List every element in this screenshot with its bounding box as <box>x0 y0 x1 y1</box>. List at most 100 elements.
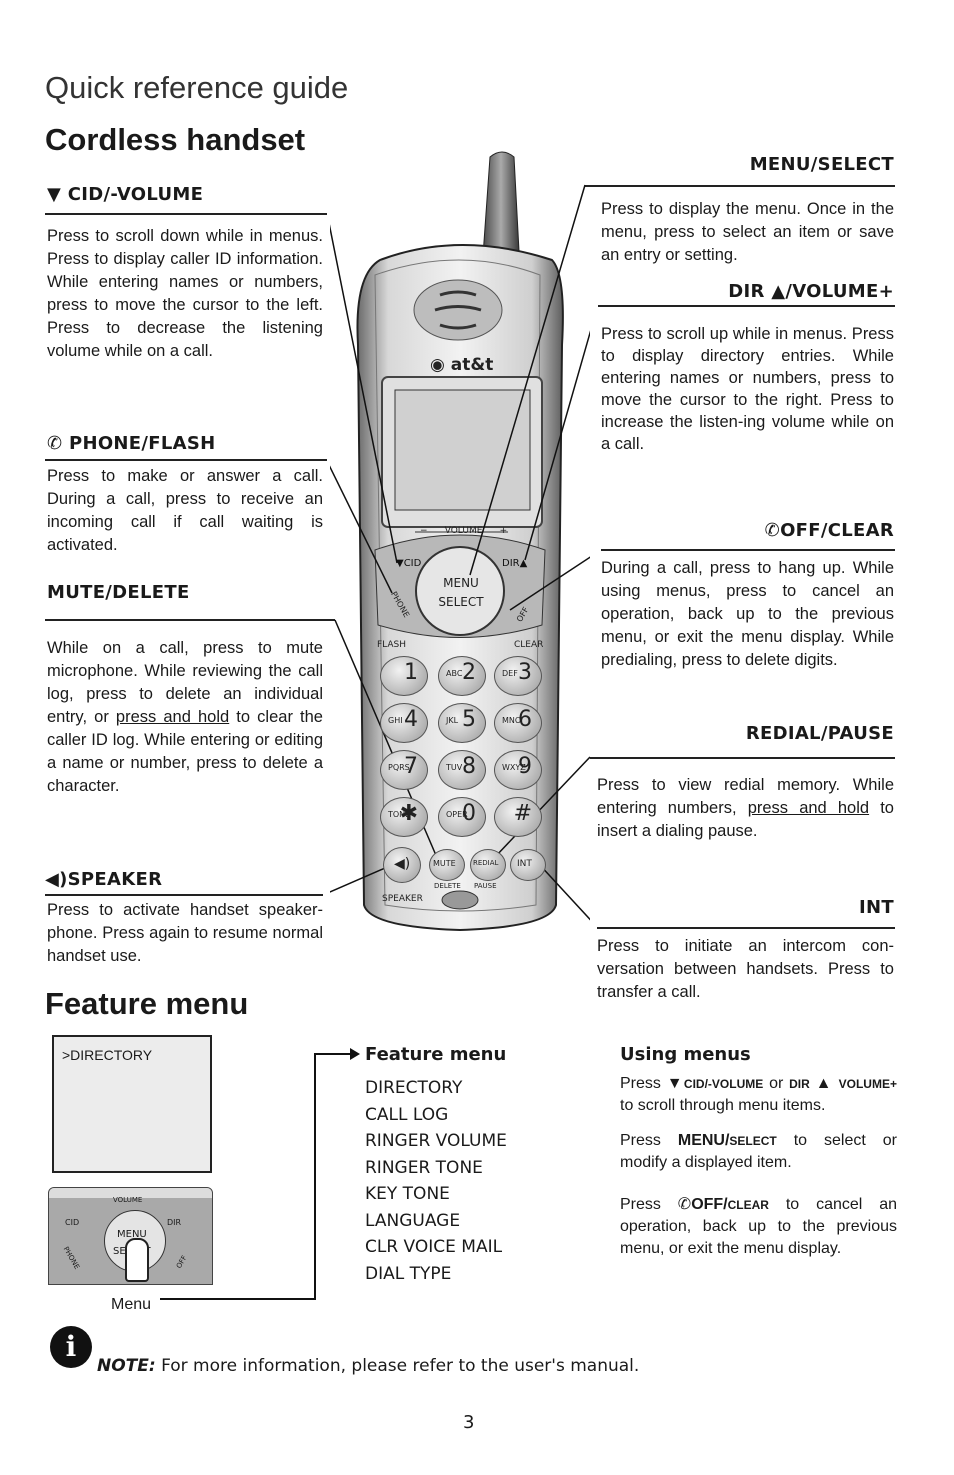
key-number: 6 <box>518 707 532 732</box>
mute-delete-description: While on a call, press to mute microphon… <box>47 639 323 795</box>
info-icon: i <box>50 1326 92 1368</box>
redial-pause-label: REDIAL/PAUSE <box>745 723 894 744</box>
menu-select-description: Press to display the menu. Once in the m… <box>601 200 894 264</box>
screen-text: >DIRECTORY <box>62 1047 153 1063</box>
up-arrow-icon: ▲ <box>771 281 786 302</box>
hang-up-phone-icon: ✆ <box>677 1196 692 1213</box>
key-letters: OPER <box>446 810 468 819</box>
up-arrow-icon: ▲ <box>815 1075 833 1092</box>
section-title-cordless-handset: Cordless handset <box>45 122 306 157</box>
mute-key[interactable]: MUTE <box>429 849 465 881</box>
divider <box>598 305 895 307</box>
mini-menu-label: MENU <box>117 1229 147 1240</box>
key-number: ✱ <box>399 801 418 826</box>
keypad-key[interactable]: # <box>494 797 542 837</box>
key-number: 3 <box>518 660 532 685</box>
speaker-label: ◀)SPEAKER <box>45 869 163 890</box>
list-item: CLR VOICE MAIL <box>365 1237 503 1257</box>
dir-volume-description: Press to scroll up while in menus. Press… <box>601 325 894 453</box>
speaker-icon: ◀) <box>394 856 411 872</box>
key-number: 2 <box>462 660 476 685</box>
keypad-key[interactable]: 1 <box>380 656 428 696</box>
globe-icon: ◉ <box>430 355 445 375</box>
cid-volume-key[interactable]: ▼CID <box>396 558 422 569</box>
phone-flash-description: Press to make or answer a call. During a… <box>47 467 323 554</box>
key-letters: ABC <box>446 669 463 678</box>
clear-label: CLEAR <box>514 640 544 650</box>
divider <box>597 927 895 929</box>
phone-flash-label: ✆ PHONE/FLASH <box>47 433 216 454</box>
cid-volume-description: Press to scroll down while in menus. Pre… <box>47 227 323 360</box>
volume-indicator: − VOLUME + <box>420 526 508 536</box>
divider <box>45 459 327 461</box>
note-text: NOTE: For more information, please refer… <box>97 1356 640 1376</box>
using-menus-scroll-text: Press ▼CID/-VOLUME or DIR ▲ VOLUME+ to s… <box>620 1075 897 1114</box>
dir-volume-label: DIR ▲/VOLUME+ <box>728 281 894 302</box>
key-number: # <box>513 801 532 826</box>
key-letters: TONE <box>388 810 411 819</box>
section-title-feature-menu: Feature menu <box>45 986 249 1021</box>
key-letters: WXYZ <box>502 763 526 772</box>
speaker-key[interactable]: ◀) <box>383 847 421 883</box>
list-item: DIRECTORY <box>365 1078 463 1098</box>
menu-caption: Menu <box>111 1296 152 1313</box>
dir-volume-key[interactable]: DIR▲ <box>502 558 528 569</box>
off-clear-description: During a call, press to hang up. While u… <box>601 559 894 669</box>
feature-menu-list-title: Feature menu <box>365 1044 507 1065</box>
divider <box>601 549 895 551</box>
down-arrow-icon: ▼ <box>666 1075 684 1092</box>
divider <box>45 619 335 621</box>
list-item: CALL LOG <box>365 1104 449 1125</box>
mini-handset: VOLUME CID DIR MENU SELECT PHONE OFF <box>48 1187 213 1285</box>
list-item: RINGER VOLUME <box>365 1131 507 1151</box>
menu-connector-arrow <box>160 1048 360 1300</box>
key-letters: DEF <box>502 669 518 678</box>
speaker-description: Press to activate handset speaker-phone.… <box>47 901 323 965</box>
menu-screen: >DIRECTORY <box>52 1035 212 1173</box>
key-number: 0 <box>462 801 476 826</box>
list-item: KEY TONE <box>365 1184 450 1204</box>
att-logo: ◉ at&t <box>430 355 494 375</box>
divider <box>585 185 895 187</box>
down-arrow-icon: ▼ <box>47 184 62 205</box>
list-item: DIAL TYPE <box>365 1263 452 1284</box>
mini-volume-label: VOLUME <box>113 1196 143 1204</box>
int-key[interactable]: INT <box>510 849 546 881</box>
key-number: 7 <box>404 754 418 779</box>
redial-key[interactable]: REDIAL <box>470 849 506 881</box>
key-letters: MNO <box>502 716 522 725</box>
using-menus-select-text: Press MENU/SELECT to select or modify a … <box>620 1132 897 1171</box>
int-description: Press to initiate an intercom con-versat… <box>597 937 894 1001</box>
key-letters: PQRS <box>388 763 410 772</box>
mini-top <box>49 1188 212 1198</box>
key-letters: TUV <box>446 763 463 772</box>
key-number: 1 <box>404 660 418 685</box>
pointing-finger-icon <box>125 1238 149 1282</box>
mini-cid-label: CID <box>65 1218 80 1227</box>
menu-select-label: MENU/SELECT <box>749 154 894 175</box>
redial-pause-description: Press to view redial memory. While enter… <box>597 776 894 840</box>
mute-delete-label: MUTE/DELETE <box>47 582 190 603</box>
key-number: 4 <box>404 707 418 732</box>
flash-label: FLASH <box>377 640 407 650</box>
divider <box>590 757 895 759</box>
speaker-text: SPEAKER <box>382 894 423 904</box>
key-letters: GHI <box>388 716 403 725</box>
list-item: LANGUAGE <box>365 1210 461 1231</box>
mini-phone-label: PHONE <box>61 1245 81 1271</box>
divider <box>45 894 323 896</box>
keypad-key[interactable]: TONE✱ <box>380 797 428 837</box>
using-menus-cancel-text: Press ✆OFF/CLEAR to cancel an operation,… <box>620 1196 897 1257</box>
page-number: 3 <box>463 1412 475 1433</box>
